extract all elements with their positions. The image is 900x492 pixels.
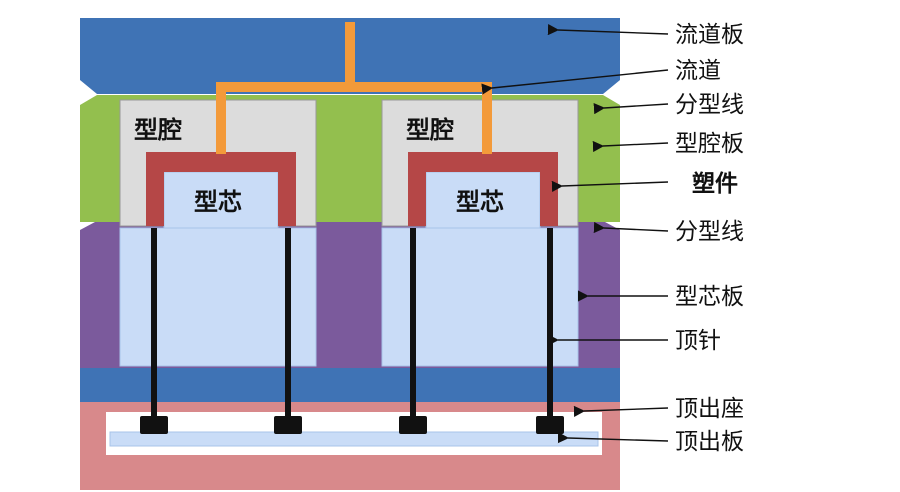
leader-ejector-plate [557,432,669,444]
ejector-pin-2 [285,228,291,418]
callout-ejector-housing: 顶出座 [675,396,744,422]
ejector-pin-head-2 [274,416,302,434]
molded-part-right [408,152,558,226]
callout-runner: 流道 [675,58,721,84]
ejector-pin-head-1 [140,416,168,434]
ejector-plate-shape [109,431,599,447]
leader-runner-plate [547,24,669,36]
core-right-label: 型芯 [456,188,504,216]
bottom-blue-plate [80,368,620,402]
callout-parting-line-bottom: 分型线 [675,219,744,245]
core-left-label: 型芯 [194,188,242,216]
callout-ejector-pin: 顶针 [675,328,721,354]
ejector-pin-head-4 [536,416,564,434]
leader-molded-part [551,180,669,192]
ejector-pin-4 [547,228,553,418]
leader-parting-line-bottom [593,221,669,234]
ejector-housing-shape [80,400,620,490]
leader-runner [481,69,669,95]
callout-parting-line-top: 分型线 [675,92,744,118]
ejector-pins [140,228,564,434]
callout-core-plate: 型芯板 [675,284,744,310]
callout-runner-plate: 流道板 [675,22,744,48]
leader-cavity-plate [592,140,669,153]
cavity-left-label: 型腔 [134,116,182,144]
leader-ejector-housing [573,405,669,417]
callout-molded-part: 塑件 [692,171,738,197]
molded-part-left [146,152,296,226]
runner-shape [216,22,492,154]
ejector-pin-head-3 [399,416,427,434]
ejector-pin-3 [410,228,416,418]
callout-ejector-plate: 顶出板 [675,429,744,455]
cavity-right-label: 型腔 [406,116,454,144]
leader-parting-line-top [593,103,669,115]
callout-cavity-plate: 型腔板 [675,131,744,157]
ejector-pin-1 [151,228,157,418]
